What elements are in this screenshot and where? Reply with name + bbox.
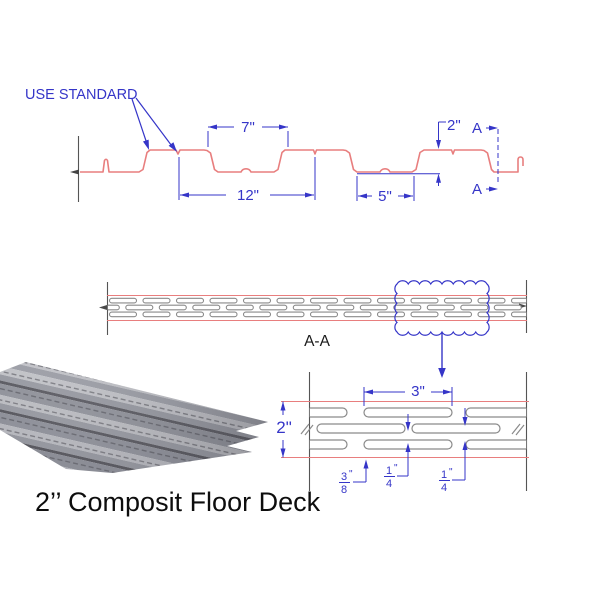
embossment-slots xyxy=(107,297,527,318)
detail-view: 3" 2" 3 " 8 xyxy=(276,372,529,496)
detail-leader-arrow xyxy=(438,333,446,378)
deck-photo xyxy=(0,362,268,473)
section-arrow-icon xyxy=(489,125,498,131)
dim-12in-label: 12" xyxy=(237,187,259,204)
section-arrow-icon xyxy=(489,186,498,192)
dim-12in: 12" xyxy=(178,157,316,204)
frac-num: 1 xyxy=(386,465,392,477)
dim-2in-detail: 2" xyxy=(276,401,292,458)
dim-7in-label: 7" xyxy=(241,119,255,136)
revision-cloud xyxy=(394,280,490,336)
use-standard-note: USE STANDARD xyxy=(25,87,177,152)
dim-5in-label: 5" xyxy=(378,188,392,205)
dim-2in-detail-label: 2" xyxy=(276,418,292,437)
leader-arrow-icon xyxy=(142,139,149,150)
dim-7in: 7" xyxy=(207,119,289,147)
frac-den: 4 xyxy=(441,482,447,494)
dim-2in-depth: 2" xyxy=(357,117,461,186)
inch-mark: " xyxy=(394,463,398,474)
aa-label: A-A xyxy=(304,333,331,350)
deck-profile-path xyxy=(80,149,524,173)
dim-3in-label: 3" xyxy=(411,383,425,400)
up-arrow-icon xyxy=(462,441,468,450)
section-marker-a-top: A xyxy=(472,120,498,137)
section-marker-a-bottom: A xyxy=(472,181,498,198)
down-arrow-icon xyxy=(438,368,446,378)
product-caption: 2’’ Composit Floor Deck xyxy=(35,487,321,517)
down-arrow-icon xyxy=(462,417,468,426)
dim-3-8in: 3 " 8 xyxy=(339,459,369,496)
profile-section-drawing: USE STANDARD 7" 12" xyxy=(25,87,524,205)
up-arrow-icon xyxy=(363,459,369,469)
frac-num: 3 xyxy=(341,471,347,483)
break-marks xyxy=(300,423,525,436)
down-arrow-icon xyxy=(405,422,411,431)
detail-slots xyxy=(309,407,527,450)
up-arrow-icon xyxy=(405,443,411,452)
inch-mark: " xyxy=(449,467,453,478)
section-letter: A xyxy=(472,120,482,137)
dim-3in: 3" xyxy=(363,383,453,406)
frac-den: 8 xyxy=(341,484,347,496)
dim-5in: 5" xyxy=(356,176,415,205)
dim-1-4in-right: 1 " 4 xyxy=(439,408,468,494)
frac-den: 4 xyxy=(386,478,392,490)
strip-end-arrow-icon xyxy=(99,305,107,310)
frac-num: 1 xyxy=(441,469,447,481)
datum-tick-arrow-icon xyxy=(70,169,79,175)
leader-lines xyxy=(131,97,172,146)
use-standard-label: USE STANDARD xyxy=(25,87,138,103)
leader-arrow-icon xyxy=(168,142,177,152)
aa-section-view: A-A xyxy=(99,280,528,378)
dim-1-4in-left: 1 " 4 xyxy=(384,414,411,490)
dim-2in-label: 2" xyxy=(447,117,461,134)
section-letter: A xyxy=(472,181,482,198)
inch-mark: " xyxy=(349,469,353,480)
